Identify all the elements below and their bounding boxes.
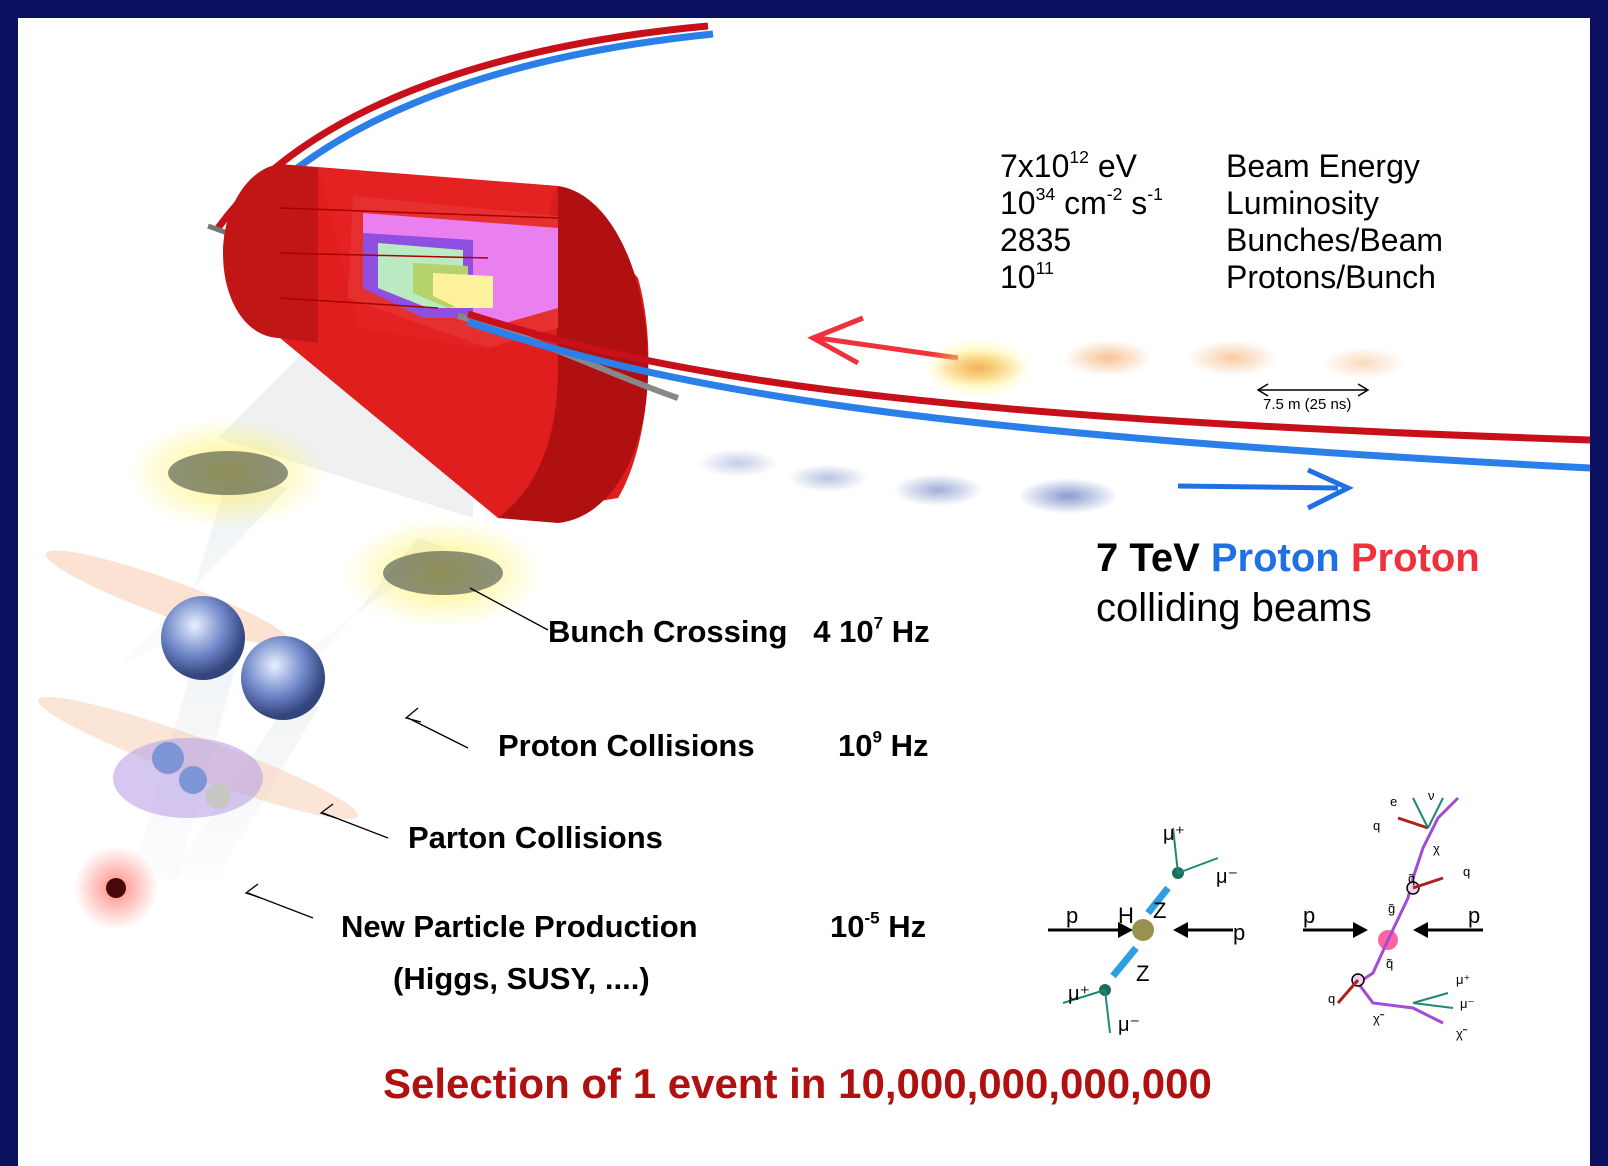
susy-label-12: μ⁻ xyxy=(1460,996,1474,1011)
headline-line2: colliding beams xyxy=(1096,586,1372,630)
param-label-protons: Protons/Bunch xyxy=(1226,259,1436,295)
susy-feynman-diagram xyxy=(1303,796,1483,1025)
new-particle-blob xyxy=(74,846,158,930)
higgs-mu3: μ⁺ xyxy=(1068,983,1090,1005)
bunch-spacing-marker xyxy=(1256,383,1370,397)
param-label-energy: Beam Energy xyxy=(1226,148,1420,184)
susy-label-8: q̃ xyxy=(1386,956,1393,971)
rate-proton-collisions: 109 Hz xyxy=(838,727,929,763)
higgs-z2-label: Z xyxy=(1136,961,1149,986)
proton-sphere-2 xyxy=(241,636,325,720)
label-bunch-crossing: Bunch Crossing 4 107 Hz xyxy=(548,613,930,649)
higgs-p-right: p xyxy=(1233,920,1245,945)
pointer-newparticle xyxy=(244,883,314,919)
susy-label-11: μ⁺ xyxy=(1456,972,1470,987)
pointer-bunch xyxy=(469,587,549,631)
detector-cylinder xyxy=(223,164,649,523)
susy-label-13: χ̃ xyxy=(1456,1026,1468,1041)
label-new-particle-examples: (Higgs, SUSY, ....) xyxy=(393,961,650,996)
label-proton-collisions: Proton Collisions xyxy=(498,728,755,763)
beam-blue-right xyxy=(466,318,1590,472)
susy-label-5: q xyxy=(1463,864,1470,879)
susy-label-3: q xyxy=(1373,818,1380,833)
susy-label-7: g̃ xyxy=(1388,901,1395,916)
higgs-p-left: p xyxy=(1066,903,1078,928)
bunch-cloud-upper xyxy=(128,418,328,528)
bunch-spacing-label: 7.5 m (25 ns) xyxy=(1263,396,1352,413)
headline-proton-blue: Proton xyxy=(1210,536,1340,580)
proton-sphere-1 xyxy=(161,596,245,680)
higgs-h-label: H xyxy=(1118,903,1134,928)
susy-p-left: p xyxy=(1303,903,1315,928)
susy-label-6: q̃ xyxy=(1408,871,1415,886)
red-bunches xyxy=(923,338,1405,398)
param-value-bunches: 2835 xyxy=(1000,222,1072,258)
susy-p-right: p xyxy=(1468,903,1480,928)
blue-beam-direction-arrow xyxy=(1177,467,1354,511)
param-value-protons: 1011 xyxy=(1000,257,1054,295)
susy-label-1: e xyxy=(1390,794,1397,809)
higgs-feynman-diagram xyxy=(1048,827,1233,1034)
footer-selection-text: Selection of 1 event in 10,000,000,000,0… xyxy=(383,1060,1212,1107)
headline-line1: 7 TeV Proton Proton xyxy=(1096,536,1480,580)
rate-new-particle: 10-5 Hz xyxy=(830,908,927,944)
collider-illustration: p p H Z Z μ⁺ μ⁻ μ⁺ μ⁻ p p e ν q χ q q̃ g… xyxy=(38,22,1590,1041)
param-label-luminosity: Luminosity xyxy=(1226,185,1379,221)
parton-collision-blob xyxy=(113,738,263,818)
higgs-mu2: μ⁻ xyxy=(1216,866,1238,888)
label-parton-collisions: Parton Collisions xyxy=(408,820,663,855)
susy-label-10: χ̃ xyxy=(1373,1011,1385,1026)
headline-proton-red: Proton xyxy=(1350,536,1480,580)
higgs-mu1: μ⁺ xyxy=(1163,823,1185,845)
param-label-bunches: Bunches/Beam xyxy=(1226,222,1444,258)
susy-label-9: q xyxy=(1328,991,1335,1006)
param-value-energy: 7x1012 eV xyxy=(1000,146,1137,184)
blue-bunches xyxy=(698,449,1118,514)
higgs-mu4: μ⁻ xyxy=(1118,1014,1140,1036)
beam-red-right xyxy=(466,310,1590,444)
slide-panel: p p H Z Z μ⁺ μ⁻ μ⁺ μ⁻ p p e ν q χ q q̃ g… xyxy=(18,18,1590,1166)
pointer-proton xyxy=(404,707,469,749)
label-new-particle: New Particle Production xyxy=(341,909,698,944)
susy-label-4: χ xyxy=(1433,841,1440,856)
param-value-luminosity: 1034 cm-2 s-1 xyxy=(1000,183,1163,221)
higgs-z1-label: Z xyxy=(1153,898,1166,923)
susy-label-2: ν xyxy=(1428,788,1435,803)
pointer-parton xyxy=(319,803,389,839)
